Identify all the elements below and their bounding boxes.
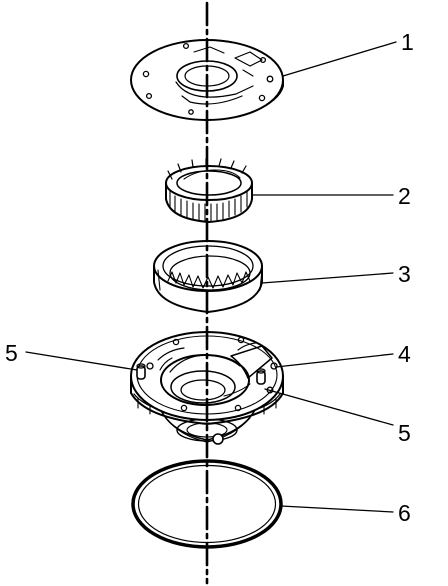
callout-5-right: 5 [398,420,411,446]
callout-3: 3 [398,261,411,287]
leader-line-1 [282,41,397,77]
leader-line-3 [261,272,394,284]
callout-5-left: 5 [5,340,18,366]
callout-6: 6 [398,500,411,526]
leader-line-6 [280,505,394,513]
leader-line-5-right [264,388,394,426]
callout-4: 4 [398,341,411,367]
leader-line-4 [275,353,394,368]
leader-line-5-left [25,351,138,371]
callout-2: 2 [398,183,411,209]
leader-lines [25,41,397,513]
callout-1: 1 [401,29,414,55]
dowel-pin-icon [136,363,146,380]
dowel-pin-icon [256,368,266,385]
inner-gear-icon [165,158,253,223]
